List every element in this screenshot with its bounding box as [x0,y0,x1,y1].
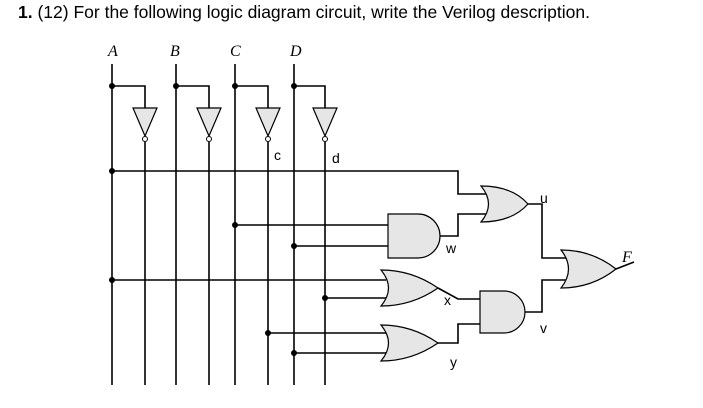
input-label-a: A [107,43,118,60]
wire-y [438,323,480,344]
question-text: 1. (12) For the following logic diagram … [18,2,698,23]
inverter-taps [109,83,326,108]
wire-x [437,287,480,300]
complement-label-d: d [332,150,340,166]
inverter-c [255,107,281,142]
wire-label-x: x [444,292,451,308]
wire-u [528,203,566,259]
wire-label-w: w [445,240,457,256]
question-body: (12) For the following logic diagram cir… [37,2,590,22]
inverter-a [132,107,158,142]
wire-w [440,213,486,237]
input-label-d: D [289,43,302,60]
inverter-d [312,107,338,142]
or-gate-u [479,185,529,223]
wire-label-u: u [540,190,548,206]
output-wire-f [615,261,635,270]
complement-rails [144,142,326,385]
or-gate-y [379,324,440,362]
and-gate-v [479,290,526,334]
inverter-b [196,107,222,142]
or-gate-x [379,269,440,307]
input-label-b: B [170,43,180,60]
gate-input-wires [109,168,486,356]
complement-label-c: c [274,147,281,163]
or-gate-f [559,249,617,289]
and-gate-w [387,213,441,259]
wire-label-y: y [450,354,457,370]
output-label-f: F [621,249,632,266]
question-number: 1. [18,2,33,22]
input-label-c: C [230,43,241,60]
wire-label-v: v [540,320,547,336]
wire-v [525,279,566,313]
